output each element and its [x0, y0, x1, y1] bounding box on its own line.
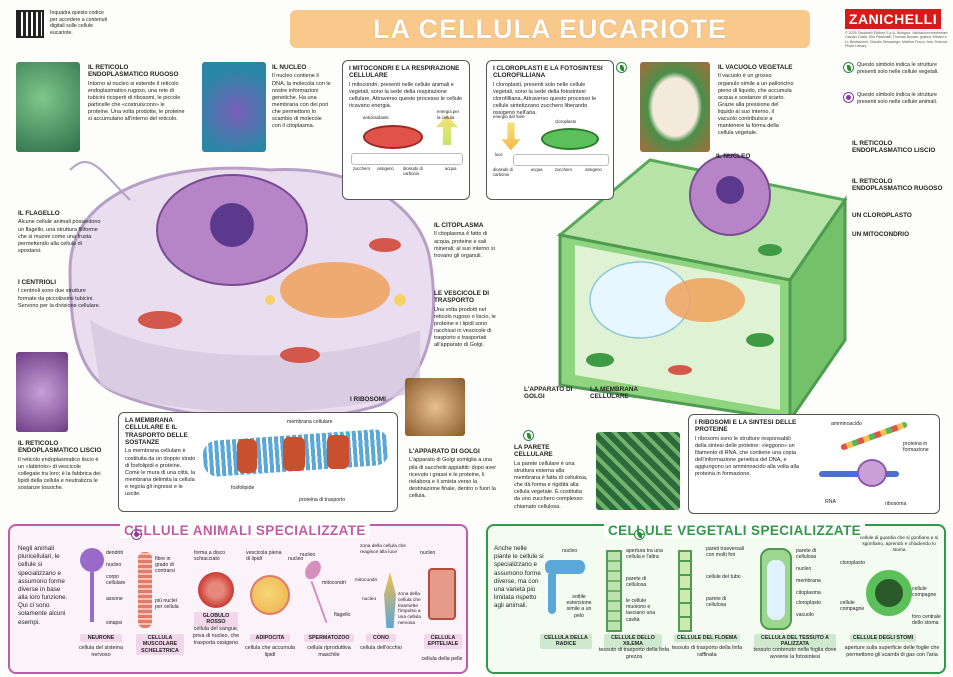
red-blood-cell-drawing [198, 572, 234, 608]
cell-wall-micrograph [596, 432, 680, 510]
transport-protein-drawing [283, 437, 305, 471]
mitochondrion-label-plant: UN MITOCONDRIO [852, 231, 910, 238]
adipocyte-caption: ADIPOCITA [250, 634, 290, 643]
chloroplasts-box: I CLOROPLASTI E LA FOTOSINTESI CLOROFILL… [486, 60, 614, 200]
epithelial-caption: CELLULA EPITELIALE [424, 634, 462, 649]
plant-section-title: CELLULE VEGETALI SPECIALIZZATE [604, 523, 866, 538]
cytoplasm-box: IL CITOPLASMA Il citoplasma è fatto di a… [434, 222, 495, 259]
membrane-box: LA MEMBRANA CELLULARE E IL TRASPORTO DEL… [118, 412, 398, 512]
xylem-drawing [606, 550, 622, 632]
muscle-cell-drawing [138, 552, 152, 628]
publisher-logo: ZANICHELLI [845, 9, 941, 29]
plant-cell-illustration [556, 154, 848, 425]
neuron-drawing [80, 548, 104, 572]
sunlight-arrow-icon [501, 122, 521, 151]
ribosome-drawing [857, 459, 887, 487]
rer-box: IL RETICOLO ENDOPLASMATICO RUGOSO Intorn… [88, 64, 185, 123]
plant-only-icon [523, 430, 535, 441]
rel-micrograph [16, 352, 68, 432]
ribosomes-box: I RIBOSOMI E LA SINTESI DELLE PROTEINE I… [688, 414, 940, 514]
nucleus-label-plant: IL NUCLEO [716, 153, 751, 160]
respiration-diagram: antiossidante energia per la cellula zuc… [349, 109, 463, 176]
vacuole-micrograph [640, 62, 710, 152]
transport-protein-drawing [327, 435, 349, 469]
golgi-label-plant: L'APPARATO DI GOLGI [524, 386, 573, 401]
animal-cell-icon [843, 92, 854, 103]
cone-caption: CONO [366, 634, 396, 643]
plant-section-intro: Anche nelle piante le cellule si special… [494, 545, 544, 610]
animal-section-title: CELLULE ANIMALI SPECIALIZZATE [120, 523, 370, 538]
muscle-cell-caption: CELLULA MUSCOLARE SCHELETRICA [136, 634, 184, 656]
mitochondrion-drawing [363, 125, 423, 150]
vacuole-box: IL VACUOLO VEGETALE Il vacuolo è un gros… [718, 64, 794, 137]
membrane-label-plant: LA MEMBRANA CELLULARE [590, 386, 638, 401]
photosynthesis-diagram: energia dal Sole cloroplasto luce diossi… [493, 114, 609, 177]
nucleus-micrograph [202, 62, 266, 152]
qr-text: Inquadra questo codice per accedere a co… [50, 10, 108, 36]
cell-wall-box: LA PARETE CELLULARE La parete cellulare … [514, 444, 588, 510]
cone-cell-drawing [384, 572, 396, 628]
stoma-drawing [866, 570, 912, 616]
golgi-micrograph [405, 378, 465, 436]
leaf-icon [843, 62, 854, 73]
chloroplast-drawing [541, 128, 599, 151]
palisade-caption: CELLULA DEL TESSUTO A PALIZZATA [754, 634, 836, 649]
golgi-box: L'APPARATO DI GOLGI L'apparato di Golgi … [409, 448, 497, 500]
plant-only-icon [634, 529, 646, 540]
centrioles-box: I CENTRIOLI I centrioli sono due struttu… [18, 279, 101, 309]
flagellum-box: IL FLAGELLO Alcune cellule animali possi… [18, 210, 101, 254]
cells-illustration [68, 154, 848, 425]
epithelial-cell-drawing [428, 568, 456, 620]
legend-animal: Questo simbolo indica le strutture prese… [843, 92, 947, 106]
transport-protein-drawing [237, 439, 257, 473]
animal-section-intro: Negli animali pluricellulari, le cellule… [18, 545, 68, 626]
rer-micrograph [16, 62, 80, 152]
xylem-caption: CELLULE DELLO XILEMA [604, 634, 662, 649]
sperm-caption: SPERMATOZOO [304, 634, 354, 643]
animal-only-icon [130, 529, 142, 540]
mitochondria-box: I MITOCONDRI E LA RESPIRAZIONE CELLULARE… [342, 60, 470, 200]
root-cell-drawing [545, 560, 585, 574]
ribosomes-label: I RIBOSOMI [350, 396, 386, 403]
vesicles-box: LE VESCICOLE DI TRASPORTO Una volta prod… [434, 290, 496, 349]
neuron-caption: NEURONE [80, 634, 122, 643]
rel-label-plant: IL RETICOLO ENDOPLASMATICO LISCIO [852, 140, 936, 155]
chloroplast-label-plant: UN CLOROPLASTO [852, 212, 912, 219]
stomata-caption: CELLULE DEGLI STOMI [850, 634, 916, 643]
credits-text: © 2025 Zanichelli Editore S.p.A. Bologna… [845, 31, 949, 49]
page-title: LA CELLULA EUCARIOTE [290, 10, 810, 48]
red-blood-cell-caption: GLOBULO ROSSO [194, 612, 238, 627]
animal-cell-illustration [68, 160, 435, 421]
qr-code[interactable] [16, 10, 44, 38]
rer-label-plant: IL RETICOLO ENDOPLASMATICO RUGOSO [852, 178, 943, 193]
phloem-drawing [678, 550, 692, 632]
plant-only-icon [616, 62, 627, 73]
rel-box: IL RETICOLO ENDOPLASMATICO LISCIO Il ret… [18, 440, 102, 492]
legend-plant: Questo simbolo indica le strutture prese… [843, 62, 947, 76]
phloem-caption: CELLULE DEL FLOEMA [674, 634, 740, 643]
nucleus-box: IL NUCLEO Il nucleo contiene il DNA, la … [272, 64, 331, 130]
root-cell-caption: CELLULA DELLA RADICE [540, 634, 592, 649]
adipocyte-drawing [250, 575, 290, 615]
